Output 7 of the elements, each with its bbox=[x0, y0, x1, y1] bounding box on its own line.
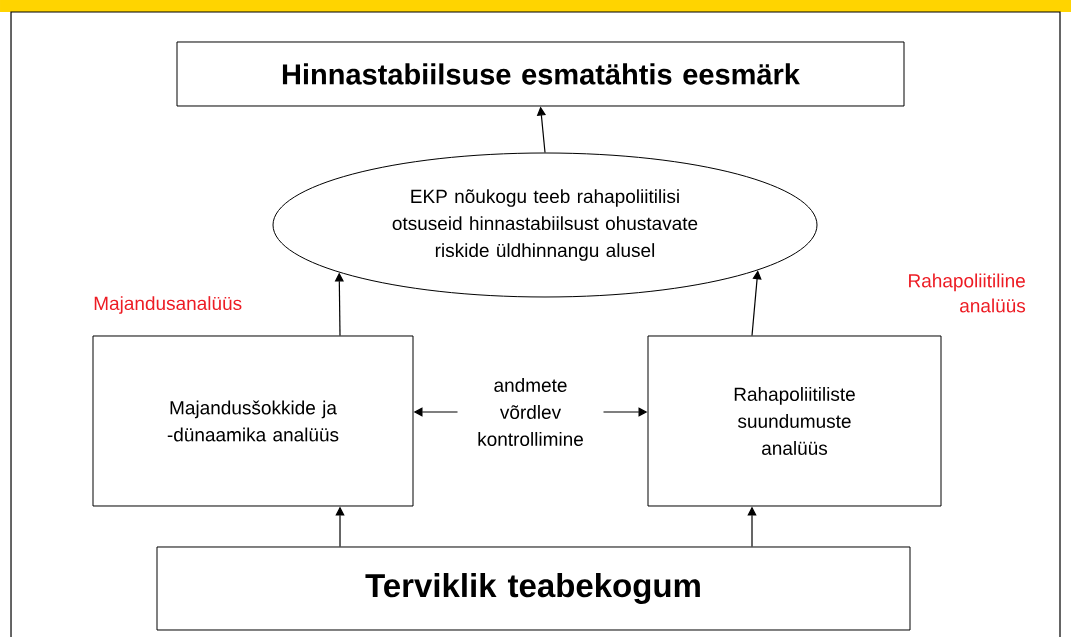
process-box: Hinnastabiilsuse esmatähtis eesmärk bbox=[176, 41, 905, 107]
process-box: Majandusšokkide ja -dünaamika analüüs bbox=[92, 335, 414, 507]
section-label: Majandusanalüüs bbox=[94, 296, 242, 314]
edge-label: andmete võrdlev kontrollimine bbox=[457, 375, 604, 449]
process-box: Rahapoliitiliste suundumuste analüüs bbox=[647, 335, 942, 507]
process-box: Terviklik teabekogum bbox=[156, 546, 911, 631]
section-label: Rahapoliitiline analüüs bbox=[909, 273, 1026, 313]
